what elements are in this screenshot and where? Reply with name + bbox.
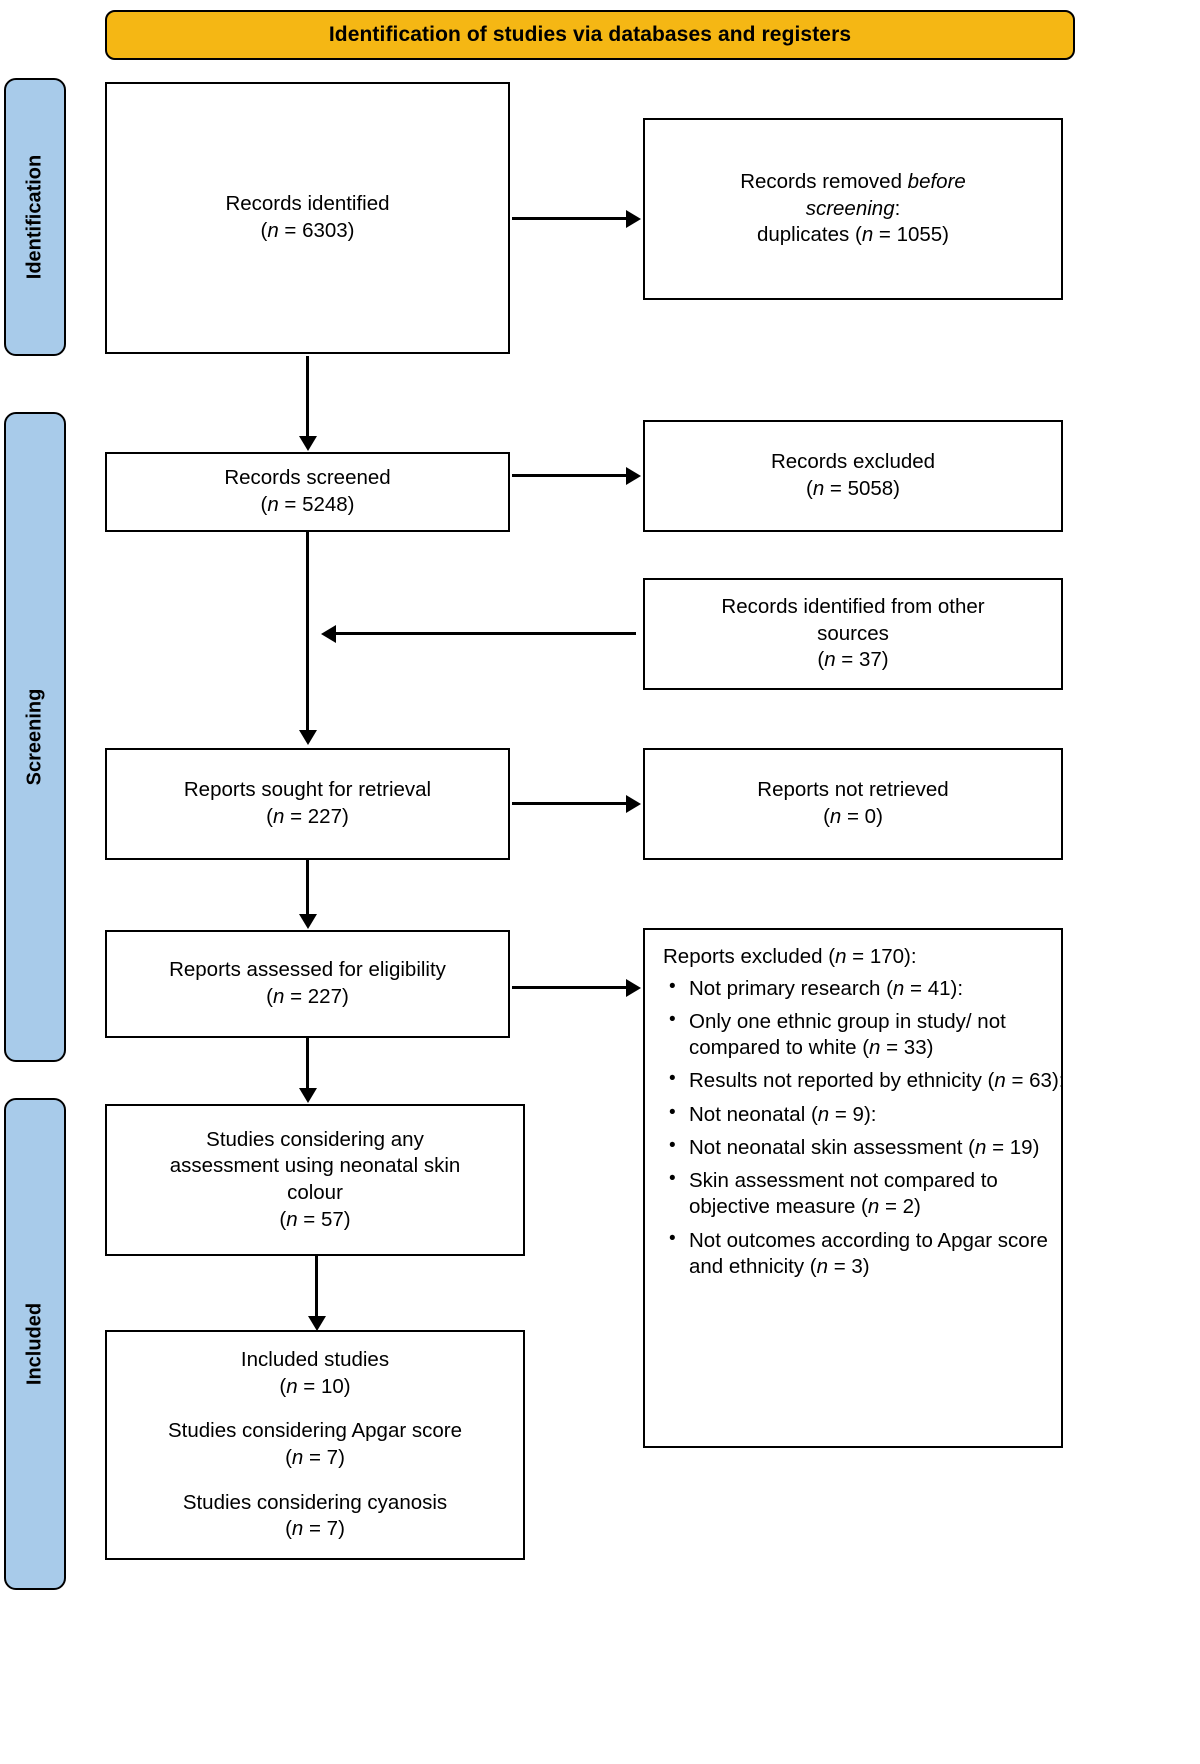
other-sources-count: (n = 37) — [817, 648, 889, 672]
arrowhead-assessed-to-studies — [299, 1088, 317, 1103]
records-removed-line2: screening: — [805, 196, 901, 220]
records-identified-count: (n = 6303) — [260, 219, 355, 242]
box-reports-not-retrieved: Reports not retrieved (n = 0) — [643, 748, 1063, 860]
records-screened-label: Records screened — [224, 466, 391, 490]
studies-any-count: (n = 57) — [279, 1207, 351, 1231]
arrowhead-sought-to-assessed — [299, 914, 317, 929]
included-cyanosis-count: (n = 7) — [285, 1517, 345, 1541]
studies-any-line3: colour — [287, 1181, 343, 1204]
phase-band-screening: Screening — [4, 412, 66, 1062]
arrowhead-screened-to-sought — [299, 730, 317, 745]
box-reports-sought: Reports sought for retrieval (n = 227) — [105, 748, 510, 860]
arrowhead-assessed-to-excluded — [626, 979, 641, 997]
other-sources-line2: sources — [817, 621, 889, 645]
connector-studies-to-included — [315, 1256, 318, 1318]
phase-label-included: Included — [23, 1302, 46, 1386]
reports-excluded-reason: Skin assessment not compared to objectiv… — [669, 1167, 1073, 1220]
included-cyanosis-label: Studies considering cyanosis — [182, 1490, 448, 1514]
reports-assessed-label: Reports assessed for eligibility — [169, 958, 446, 982]
reports-not-retrieved-count: (n = 0) — [823, 805, 883, 828]
box-studies-any-assessment: Studies considering any assessment using… — [105, 1104, 525, 1256]
records-removed-line1: Records removed before — [740, 170, 966, 194]
reports-excluded-reason: Not primary research (n = 41): — [669, 975, 1073, 1002]
arrowhead-sought-to-not-retrieved — [626, 795, 641, 813]
records-excluded-label: Records excluded — [770, 450, 936, 474]
arrowhead-screened-to-excluded — [626, 467, 641, 485]
connector-identified-to-screened — [306, 356, 309, 438]
arrowhead-other-sources-to-main — [321, 625, 336, 643]
box-records-excluded: Records excluded (n = 5058) — [643, 420, 1063, 532]
reports-sought-count: (n = 227) — [266, 805, 349, 828]
records-excluded-count: (n = 5058) — [805, 477, 901, 500]
studies-any-line1: Studies considering any — [206, 1127, 424, 1151]
phase-label-screening: Screening — [23, 688, 46, 786]
box-other-sources: Records identified from other sources (n… — [643, 578, 1063, 690]
studies-any-line2: assessment using neonatal skin — [169, 1154, 461, 1178]
records-screened-count: (n = 5248) — [260, 493, 355, 516]
arrowhead-studies-to-included — [308, 1316, 326, 1331]
phase-band-identification: Identification — [4, 78, 66, 356]
connector-other-sources-to-main — [336, 632, 636, 635]
box-reports-assessed: Reports assessed for eligibility (n = 22… — [105, 930, 510, 1038]
diagram-header-title: Identification of studies via databases … — [328, 23, 852, 46]
included-apgar-count: (n = 7) — [285, 1446, 345, 1469]
connector-identified-to-removed — [512, 217, 628, 220]
connector-assessed-to-studies — [306, 1038, 309, 1090]
connector-sought-to-not-retrieved — [512, 802, 628, 805]
reports-excluded-reason: Only one ethnic group in study/ not comp… — [669, 1008, 1073, 1061]
reports-excluded-reason: Not outcomes according to Apgar score an… — [669, 1227, 1073, 1280]
reports-not-retrieved-label: Reports not retrieved — [757, 778, 949, 802]
phase-label-identification: Identification — [23, 154, 46, 280]
included-studies-label: Included studies — [240, 1348, 390, 1372]
box-reports-excluded: Reports excluded (n = 170): Not primary … — [643, 928, 1064, 1448]
reports-excluded-heading: Reports excluded (n = 170): — [663, 945, 917, 968]
diagram-header-banner: Identification of studies via databases … — [105, 10, 1075, 60]
reports-assessed-count: (n = 227) — [266, 985, 349, 1008]
other-sources-line1: Records identified from other — [721, 595, 985, 619]
box-records-removed: Records removed before screening: duplic… — [643, 118, 1063, 300]
connector-screened-to-sought — [306, 532, 309, 732]
reports-excluded-reason-list: Not primary research (n = 41): Only one e… — [663, 975, 1073, 1287]
arrowhead-identified-to-screened — [299, 436, 317, 451]
phase-band-included: Included — [4, 1098, 66, 1590]
included-studies-count: (n = 10) — [279, 1374, 351, 1398]
box-records-screened: Records screened (n = 5248) — [105, 452, 510, 532]
reports-excluded-reason: Results not reported by ethnicity (n = 6… — [669, 1067, 1073, 1094]
box-records-identified: Records identified (n = 6303) — [105, 82, 510, 354]
reports-sought-label: Reports sought for retrieval — [183, 778, 432, 802]
connector-screened-to-excluded — [512, 474, 628, 477]
included-apgar-label: Studies considering Apgar score — [167, 1419, 462, 1443]
records-identified-label: Records identified — [225, 192, 390, 216]
reports-excluded-reason: Not neonatal (n = 9): — [669, 1101, 1073, 1128]
connector-sought-to-assessed — [306, 860, 309, 916]
reports-excluded-reason: Not neonatal skin assessment (n = 19) — [669, 1134, 1073, 1161]
box-included-studies: Included studies (n = 10) Studies consid… — [105, 1330, 525, 1560]
connector-assessed-to-excluded — [512, 986, 628, 989]
arrowhead-identified-to-removed — [626, 210, 641, 228]
records-removed-line3: duplicates (n = 1055) — [756, 223, 950, 247]
